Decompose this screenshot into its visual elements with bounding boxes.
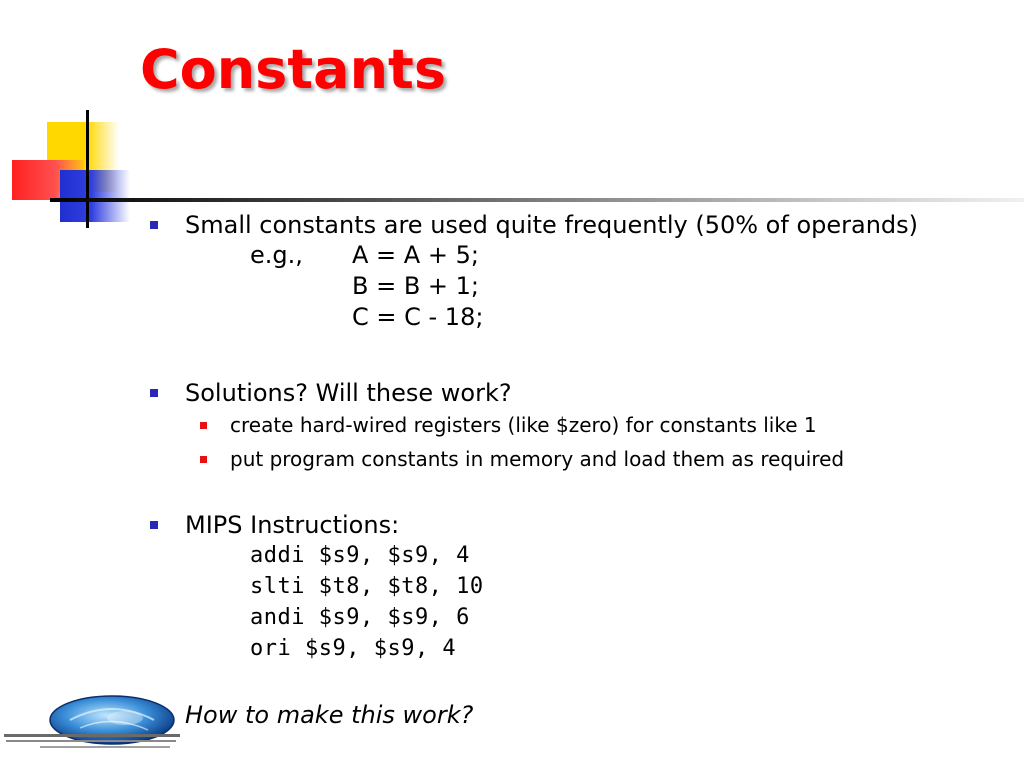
bullet-small-constants: Small constants are used quite frequentl… bbox=[150, 210, 1010, 240]
bullet-text: Small constants are used quite frequentl… bbox=[185, 211, 919, 239]
example-expression: A = A + 5; bbox=[352, 241, 479, 269]
sub-bullet-item: put program constants in memory and load… bbox=[150, 442, 1010, 476]
example-expression: C = C - 18; bbox=[352, 303, 484, 331]
example-expression: B = B + 1; bbox=[352, 272, 480, 300]
sub-bullet-square-icon bbox=[200, 422, 207, 429]
bullet-how-to: How to make this work? bbox=[150, 700, 1010, 730]
bullet-text: How to make this work? bbox=[185, 701, 474, 729]
example-line: B = B + 1; bbox=[150, 271, 1010, 302]
decor-vertical-line bbox=[86, 110, 89, 228]
bullet-square-icon bbox=[150, 389, 158, 397]
example-label: e.g., bbox=[250, 241, 303, 269]
example-line: e.g., A = A + 5; bbox=[150, 240, 1010, 271]
sub-bullet-text: put program constants in memory and load… bbox=[230, 447, 845, 471]
sub-bullet-square-icon bbox=[200, 456, 207, 463]
code-line: addi $s9, $s9, 4 bbox=[250, 543, 470, 568]
university-globe-logo-icon bbox=[4, 695, 180, 748]
decor-blue-square bbox=[60, 170, 130, 222]
sub-bullet-item: create hard-wired registers (like $zero)… bbox=[150, 408, 1010, 442]
code-line: andi $s9, $s9, 6 bbox=[250, 605, 470, 630]
bullet-text: Solutions? Will these work? bbox=[185, 379, 512, 407]
example-line: C = C - 18; bbox=[150, 302, 1010, 333]
code-line: slti $t8, $t8, 10 bbox=[250, 574, 484, 599]
slide-body: Small constants are used quite frequentl… bbox=[150, 210, 1010, 730]
title-divider bbox=[50, 198, 1024, 202]
sub-bullet-text: create hard-wired registers (like $zero)… bbox=[230, 413, 817, 437]
bullet-mips-instructions: MIPS Instructions: bbox=[150, 510, 1010, 540]
bullet-square-icon bbox=[150, 521, 158, 529]
code-line: ori $s9, $s9, 4 bbox=[250, 636, 457, 661]
bullet-solutions: Solutions? Will these work? bbox=[150, 378, 1010, 408]
bullet-square-icon bbox=[150, 221, 158, 229]
slide-title: Constants bbox=[140, 38, 446, 101]
bullet-text: MIPS Instructions: bbox=[185, 511, 400, 539]
